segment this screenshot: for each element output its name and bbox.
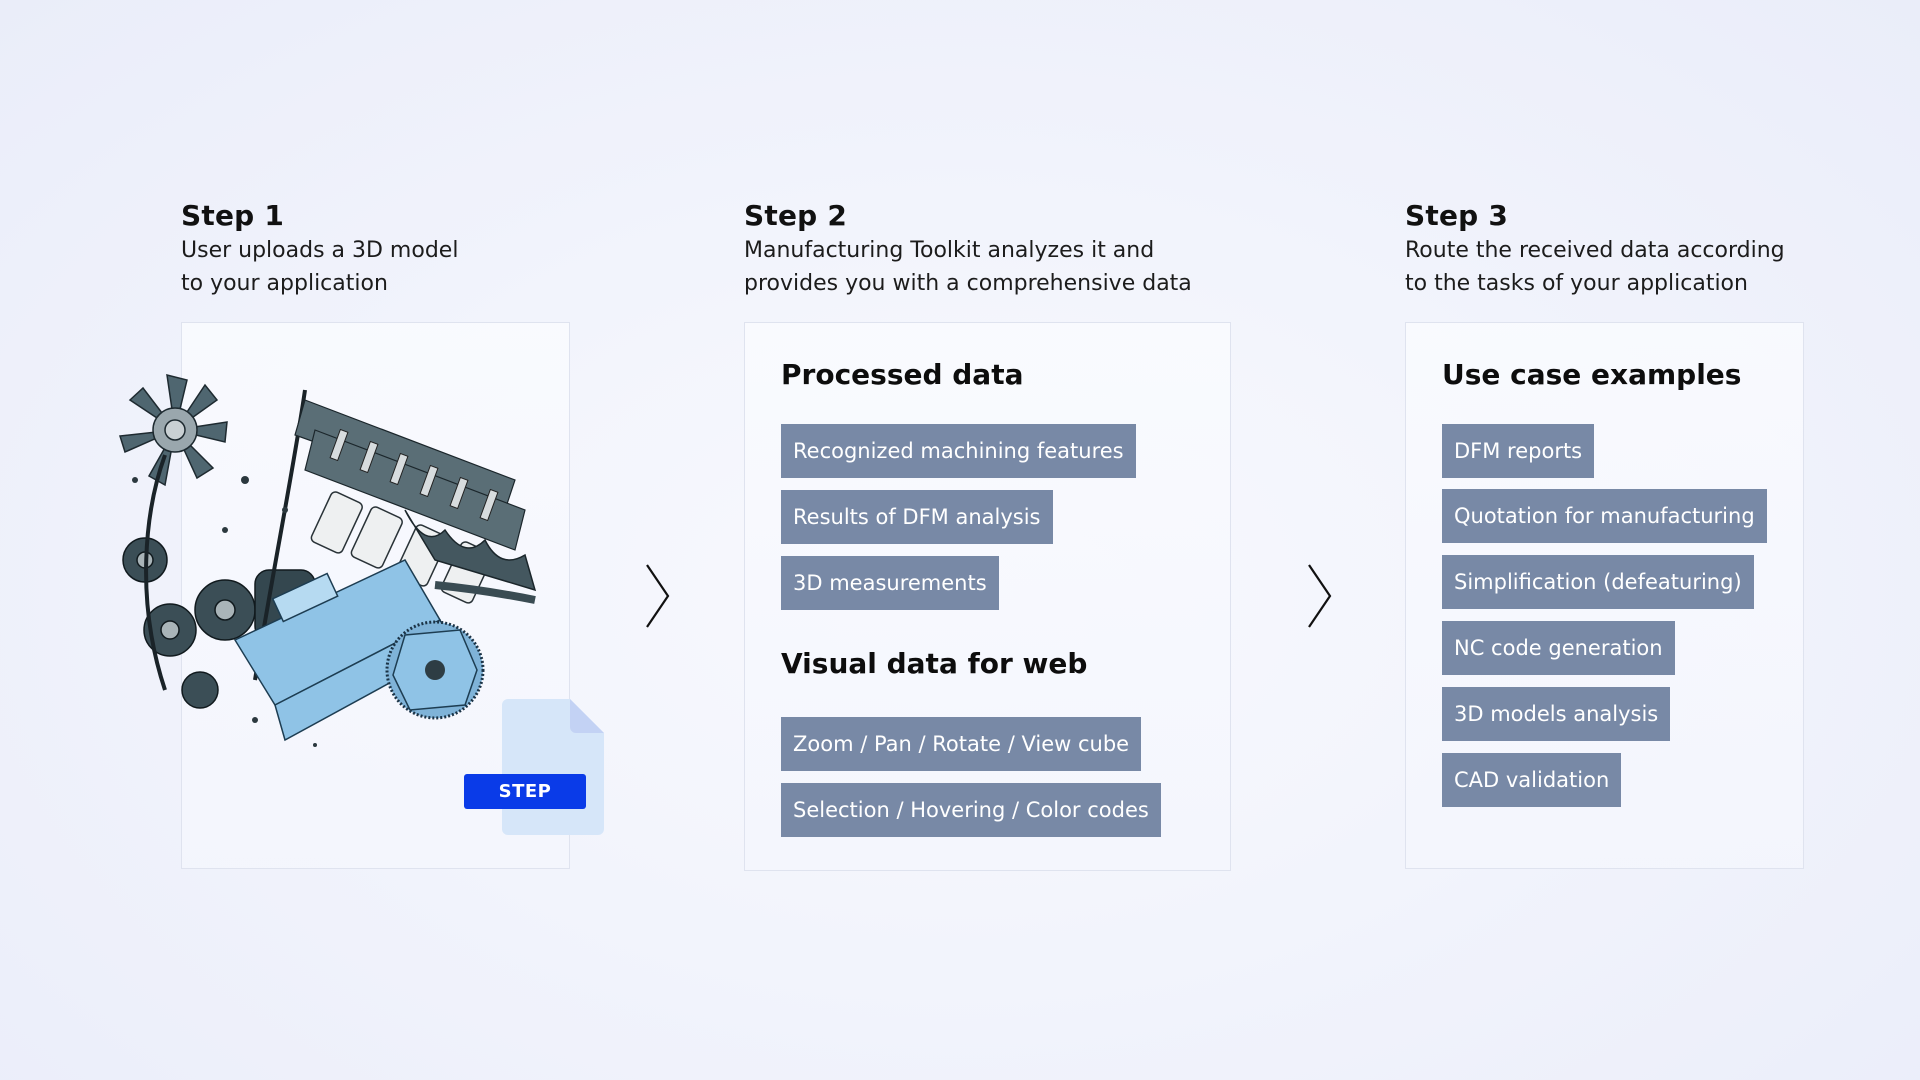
visual-data-heading: Visual data for web <box>781 647 1088 680</box>
file-icon <box>502 699 604 835</box>
chip-3d-measurements: 3D measurements <box>781 556 999 610</box>
step-3-description-line2: to the tasks of your application <box>1405 271 1748 296</box>
step-2-card: Processed data Recognized machining feat… <box>744 322 1231 871</box>
chip-results-of-dfm-analysis: Results of DFM analysis <box>781 490 1053 544</box>
processed-data-heading: Processed data <box>781 358 1024 391</box>
step-3-header: Step 3 Route the received data according… <box>1405 198 1785 300</box>
step-1-header: Step 1 User uploads a 3D model to your a… <box>181 198 458 300</box>
chip-selection-hovering: Selection / Hovering / Color codes <box>781 783 1161 837</box>
chip-recognized-machining-features: Recognized machining features <box>781 424 1136 478</box>
chip-simplification: Simplification (defeaturing) <box>1442 555 1754 609</box>
step-2-title: Step 2 <box>744 199 848 232</box>
chevron-right-icon <box>1308 564 1332 628</box>
chip-dfm-reports: DFM reports <box>1442 424 1595 478</box>
step-1-description-line1: User uploads a 3D model <box>181 238 459 263</box>
step-file-format-badge: STEP <box>464 774 586 809</box>
chip-3d-models-analysis: 3D models analysis <box>1442 687 1671 741</box>
step-2-description-line1: Manufacturing Toolkit analyzes it and <box>744 238 1155 263</box>
step-3-card: Use case examples DFM reports Quotation … <box>1405 322 1804 869</box>
step-1-title: Step 1 <box>181 199 285 232</box>
step-2-description-line2: provides you with a comprehensive data <box>744 271 1192 296</box>
step-3-title: Step 3 <box>1405 199 1509 232</box>
step-2-header: Step 2 Manufacturing Toolkit analyzes it… <box>744 198 1192 300</box>
engine-3d-model-image <box>119 374 537 747</box>
chip-zoom-pan-rotate: Zoom / Pan / Rotate / View cube <box>781 717 1142 771</box>
chip-nc-code-generation: NC code generation <box>1442 621 1675 675</box>
chip-quotation-for-manufacturing: Quotation for manufacturing <box>1442 489 1767 543</box>
step-1-description-line2: to your application <box>181 271 388 296</box>
chip-cad-validation: CAD validation <box>1442 753 1622 807</box>
step-3-description-line1: Route the received data according <box>1405 238 1785 263</box>
use-case-examples-heading: Use case examples <box>1442 358 1742 391</box>
chevron-right-icon <box>646 564 670 628</box>
